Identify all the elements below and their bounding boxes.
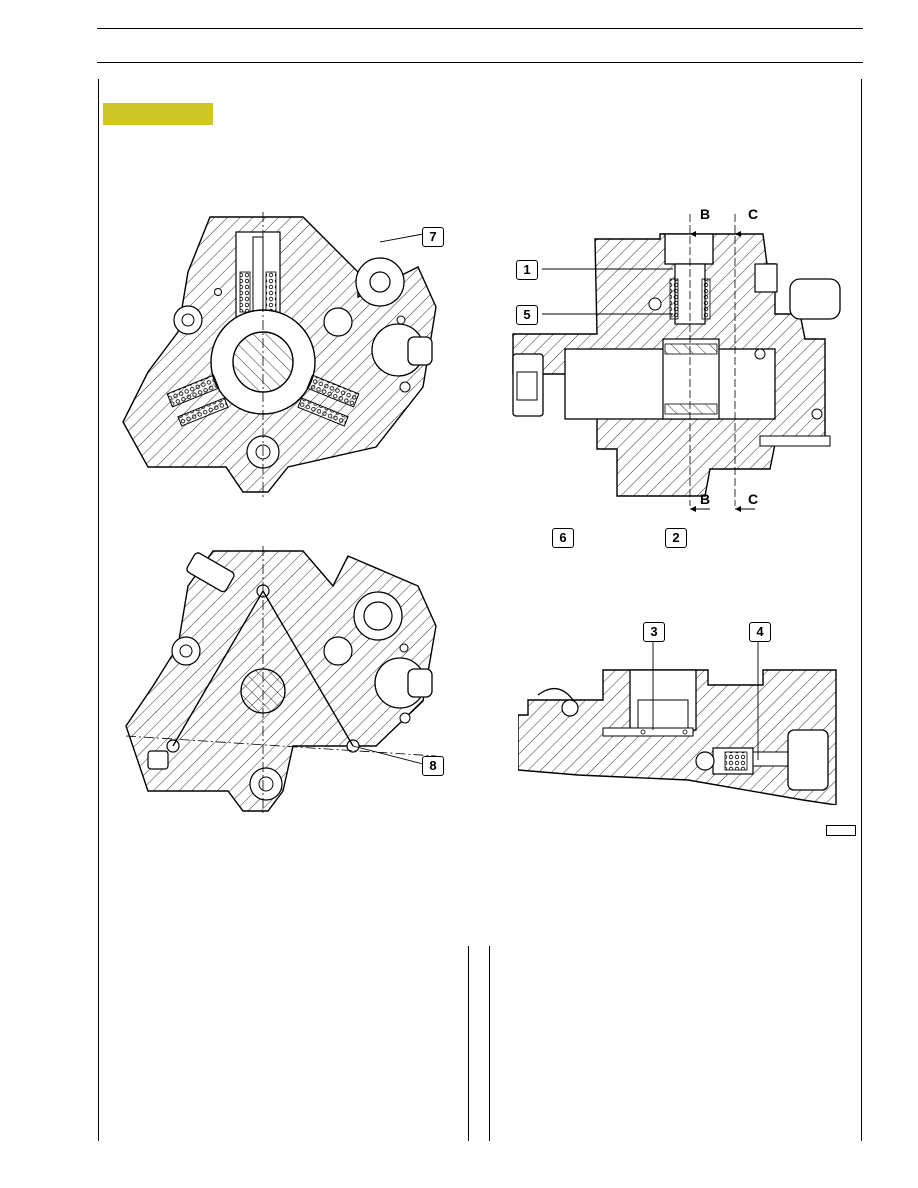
column-divider-right [489,946,490,1141]
section-mark-b-bottom: B [700,491,710,507]
section-mark-c-bottom: C [748,491,758,507]
callout-2: 2 [665,528,687,548]
callout-1: 1 [516,260,538,280]
section-mark-b-top: B [700,206,710,222]
callout-5: 5 [516,305,538,325]
header-rule-bottom [97,62,863,63]
pump-longitudinal-section-drawing: B C B C [512,206,841,512]
figure-code-box [826,825,856,836]
pump-front-section-drawing [122,212,437,497]
callout-3: 3 [643,622,665,642]
pump-rear-view-drawing [125,546,437,816]
frame-left [98,79,99,1141]
valve-detail-section-drawing [518,640,837,805]
section-highlight-bar [103,103,213,125]
header-rule-top [97,28,863,29]
callout-8: 8 [422,756,444,776]
column-divider-left [468,946,469,1141]
callout-4: 4 [749,622,771,642]
frame-right [861,79,862,1141]
section-mark-c-top: C [748,206,758,222]
callout-6: 6 [552,528,574,548]
callout-7: 7 [422,227,444,247]
